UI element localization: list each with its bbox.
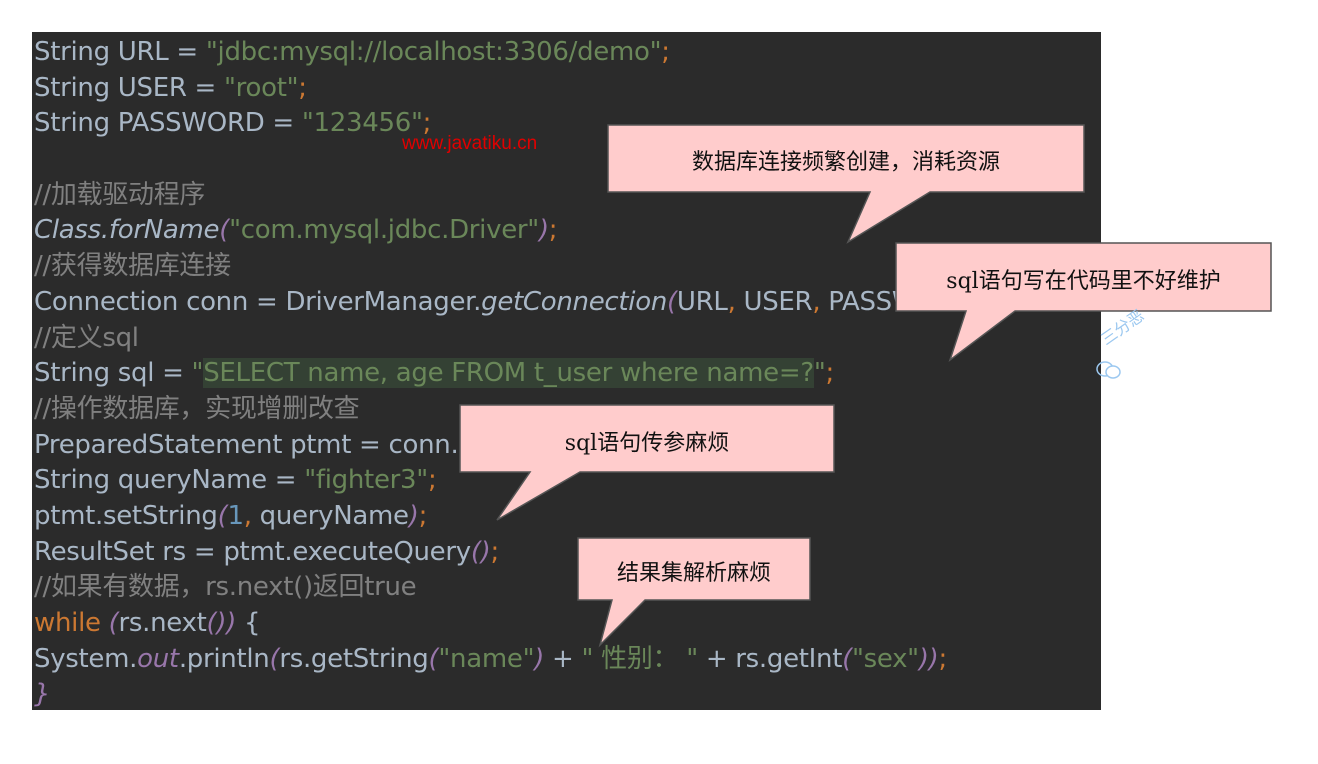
code-token: ; (661, 37, 670, 67)
code-token: rs.next (118, 608, 207, 638)
code-token: () (206, 608, 227, 638)
code-token: ResultSet rs = ptmt.executeQuery (34, 536, 471, 567)
code-token: ; (825, 358, 835, 389)
code-token: ; (418, 500, 428, 531)
code-token: "com.mysql.jdbc.Driver" (229, 215, 539, 246)
code-token: String PASSWORD = (34, 108, 302, 139)
code-token: getConnection (481, 286, 668, 317)
code-token: queryName (251, 500, 409, 531)
code-token: , (812, 286, 821, 317)
code-token: String USER = (34, 72, 225, 103)
code-token: { (236, 608, 261, 638)
code-token: out (137, 643, 179, 674)
callout-connection: 数据库连接频繁创建，消耗资源 (691, 150, 1000, 175)
code-token: ( (842, 643, 852, 674)
callout-shape-4 (577, 537, 811, 648)
code-line: String queryName = "fighter3"; (34, 463, 993, 499)
code-line: //如果有数据，rs.next()返回true (34, 570, 993, 606)
code-token: ) (534, 643, 545, 674)
code-token: " 性别： " (581, 643, 699, 674)
code-token: ; (938, 643, 948, 674)
code-token: 1 (227, 500, 244, 531)
code-line: //操作数据库，实现增删改查 (34, 392, 993, 428)
code-token: ( (667, 286, 677, 317)
code-line: Connection conn = DriverManager.getConne… (34, 285, 994, 321)
code-token: USER (735, 286, 813, 317)
code-line: ptmt.setString(1, queryName); (34, 499, 993, 535)
code-token: ; (298, 72, 307, 103)
code-token: String queryName = (34, 465, 305, 496)
code-token: ) (226, 608, 237, 638)
code-token: //获得数据库连接 (34, 251, 231, 282)
code-token: , (727, 286, 736, 317)
code-line: } (34, 677, 993, 713)
code-token: () (470, 536, 491, 567)
code-token: "root" (224, 72, 299, 103)
code-token: Class. (34, 215, 109, 246)
code-token: " (813, 358, 826, 389)
code-token: String URL = (34, 37, 206, 67)
code-token: ; (548, 215, 558, 246)
code-token: String sql = (34, 358, 192, 389)
code-token: ( (217, 500, 228, 531)
code-token: .println (178, 643, 270, 674)
code-token: "123456" (301, 108, 423, 139)
code-token: ( (428, 643, 439, 674)
code-token: "sex" (851, 643, 919, 674)
code-token: "fighter3" (304, 465, 428, 496)
code-line: //获得数据库连接 (34, 249, 993, 285)
code-token: //加载驱动程序 (34, 179, 206, 210)
code-token: " (191, 358, 204, 389)
code-token: } (34, 679, 51, 710)
code-lines: String URL = "jdbc:mysql://localhost:330… (34, 35, 994, 713)
code-token: "name" (438, 643, 535, 674)
code-line: //加载驱动程序 (34, 178, 993, 214)
code-line: String USER = "root"; (34, 71, 993, 107)
code-token: while (34, 608, 109, 638)
callout-resultset: 结果集解析麻烦 (616, 561, 771, 586)
code-token: //定义sql (34, 322, 139, 353)
callout-shape-2 (895, 242, 1272, 363)
code-token: "jdbc:mysql://localhost:3306/demo" (205, 37, 662, 67)
code-line: ResultSet rs = ptmt.executeQuery(); (34, 535, 993, 571)
code-token: ; (422, 108, 432, 139)
code-token: )) (918, 643, 939, 674)
code-token: URL (676, 286, 728, 317)
code-line: System.out.println(rs.getString("name") … (34, 642, 993, 678)
code-token: ) (538, 215, 549, 246)
code-token: Connection conn = DriverManager. (34, 286, 482, 317)
code-token: ( (219, 215, 230, 246)
watermark-text: www.javatiku.cn (402, 133, 538, 154)
code-token: ) (408, 500, 419, 531)
code-line: //定义sql (34, 321, 993, 357)
wechat-logo-icon (1096, 361, 1121, 379)
code-token: ptmt.setString (34, 500, 218, 531)
code-token: ( (108, 608, 119, 638)
code-token: + (544, 643, 582, 674)
code-line: while (rs.next()) { (34, 606, 993, 642)
code-token: ; (490, 536, 500, 567)
code-token: //如果有数据，rs.next()返回true (34, 572, 417, 603)
code-token: ; (427, 465, 437, 496)
code-token: , (243, 500, 252, 531)
callout-params: sql语句传参麻烦 (564, 431, 730, 456)
callout-shape-1 (607, 124, 1085, 244)
code-token: ( (269, 643, 280, 674)
code-line: String URL = "jdbc:mysql://localhost:330… (34, 35, 993, 71)
code-token: SELECT name, age FROM t_user where name=… (203, 358, 814, 389)
code-line: Class.forName("com.mysql.jdbc.Driver"); (34, 213, 993, 249)
code-token: //操作数据库，实现增删改查 (34, 393, 360, 424)
callout-sql-maintenance: sql语句写在代码里不好维护 (946, 269, 1221, 294)
callout-shape-3 (459, 404, 835, 521)
code-token: System. (34, 643, 138, 674)
code-token: + rs.getInt (697, 643, 843, 674)
code-line: String sql = "SELECT name, age FROM t_us… (34, 356, 993, 392)
code-token: rs.getString (279, 643, 429, 674)
code-line: String PASSWORD = "123456"; (34, 106, 993, 142)
code-token: forName (108, 215, 220, 246)
